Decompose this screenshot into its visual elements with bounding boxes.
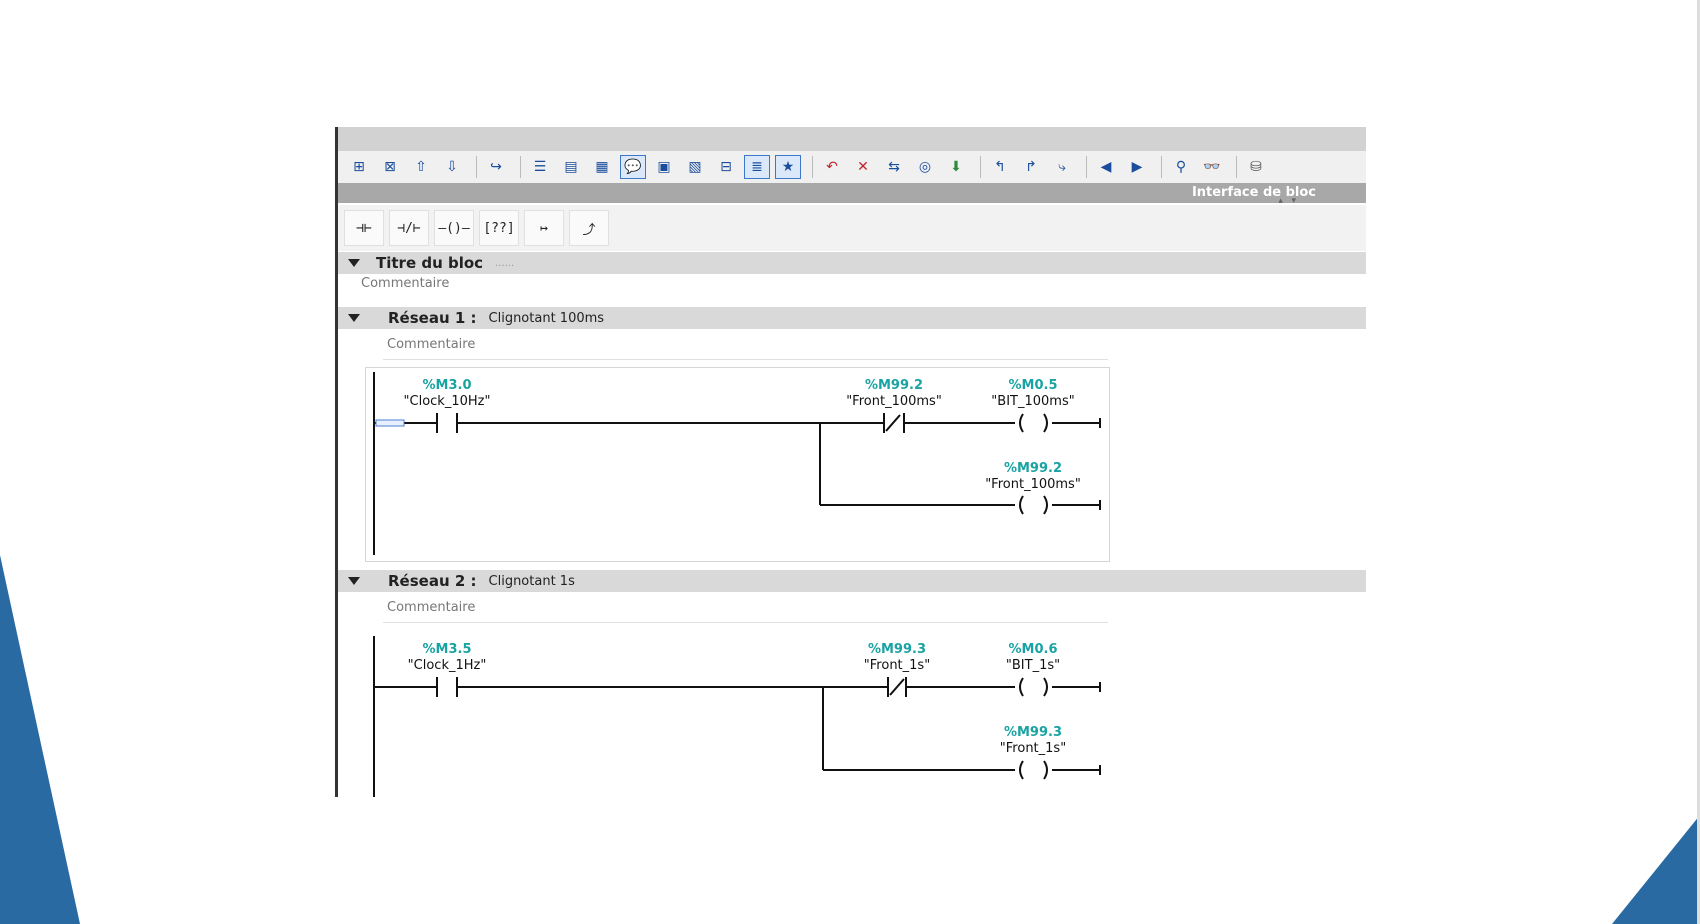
update-call-icon[interactable]: ⤷ [1058,159,1066,175]
slide-left-shape [0,555,80,924]
coil-2-symbol[interactable]: "Front_100ms" [985,477,1081,492]
network-1-comment[interactable]: Commentaire [387,337,476,352]
insert-empty-box-icon[interactable]: ▧ [688,159,702,175]
contact-2-address[interactable]: %M99.2 [865,378,923,393]
collapse-triangle-icon[interactable] [348,314,360,322]
collapse-triangle-icon[interactable] [348,259,360,267]
coil-2-address[interactable]: %M99.2 [1004,461,1062,476]
contact-nc-slash [889,678,905,696]
coil-1-symbol[interactable]: "BIT_1s" [1006,658,1060,673]
contact-nc-slash [885,414,901,432]
coil-1-address[interactable]: %M0.5 [1009,378,1058,393]
network-2-title[interactable]: Clignotant 1s [488,573,575,589]
toolbar-separator [1161,156,1162,178]
coil-left [1019,677,1024,697]
network-1-area [365,367,1110,562]
monitoring-icon[interactable]: 👓 [1203,159,1221,175]
remove-bookmark-icon[interactable]: ✕ [857,159,869,175]
previous-error-icon[interactable]: ↰ [994,159,1006,175]
instruction-profile-icon[interactable]: ≣ [744,155,770,179]
coil-2-address[interactable]: %M99.3 [1004,725,1062,740]
library-icon[interactable]: ⛁ [1250,159,1262,175]
absolute-operands-icon[interactable]: ☰ [533,159,547,175]
contact-1-symbol[interactable]: "Clock_10Hz" [404,394,491,409]
contact-1-symbol[interactable]: "Clock_1Hz" [408,658,487,673]
selected-cell-marker[interactable] [375,419,405,427]
block-title-placeholder[interactable]: ...... [495,257,515,269]
coil-right [1043,413,1048,433]
toolbar-separator [520,156,521,178]
network-2-comment[interactable]: Commentaire [387,600,476,615]
toggle-view-icon[interactable]: ★ [775,155,801,179]
coil-left [1019,413,1024,433]
go-to-icon[interactable]: ↪ [490,159,502,175]
coil-1-address[interactable]: %M0.6 [1009,642,1058,657]
comment-underline [383,622,1108,623]
coil-icon[interactable]: –()– [434,210,474,246]
collapse-triangle-icon[interactable] [348,577,360,585]
toolbar-separator [1236,156,1237,178]
coil-1-symbol[interactable]: "BIT_100ms" [991,394,1074,409]
empty-box-icon[interactable]: [??] [479,210,519,246]
slide-right-shape [1612,815,1700,924]
comment-underline [383,359,1108,360]
coil-right [1043,760,1048,780]
coil-right [1043,677,1048,697]
toolbar-separator [812,156,813,178]
network-2-rungs [373,636,1101,797]
no-contact-icon[interactable]: ⊣⊢ [344,210,384,246]
previous-change-icon[interactable]: ◀ [1100,159,1112,175]
expand-networks-icon[interactable]: ▦ [595,159,609,175]
network-1-header[interactable]: Réseau 1 : Clignotant 100ms [338,307,1366,329]
favorites-icon[interactable]: ▣ [657,159,671,175]
editor-left-border [335,127,338,797]
coil-left [1019,495,1024,515]
toolbar-separator [980,156,981,178]
next-error-icon[interactable]: ↱ [1025,159,1037,175]
compare-icon[interactable]: ⇆ [888,159,900,175]
toolbar-separator [1086,156,1087,178]
block-comment[interactable]: Commentaire [361,276,450,291]
coil-left [1019,760,1024,780]
splitter-handle-icon[interactable]: ▴ ▾ [1278,196,1296,206]
nc-contact-icon[interactable]: ⊣/⊢ [389,210,429,246]
network-move-down-icon[interactable]: ⇩ [446,159,458,175]
contact-2-symbol[interactable]: "Front_1s" [864,658,930,673]
coil-right [1043,495,1048,515]
block-interface-label: Interface de bloc [1191,185,1316,200]
collapse-networks-icon[interactable]: ▤ [564,159,578,175]
network-move-up-icon[interactable]: ⇧ [415,159,427,175]
block-interface-bar[interactable]: Interface de bloc ▴ ▾ [338,183,1366,206]
monitor-icon[interactable]: ◎ [918,159,932,175]
block-title: Titre du bloc [376,254,484,272]
contact-1-address[interactable]: %M3.5 [423,642,472,657]
editor-toolbar: ⊞ ⊠ ⇧ ⇩ ↪ ☰ ▤ ▦ 💬 ▣ ▧ ⊟ ≣ ★ ↶ ✕ ⇆ ◎ ⬇ ↰ … [338,151,1366,183]
network-2-label: Réseau 2 : [388,572,477,590]
block-title-header[interactable]: Titre du bloc ...... [338,252,1366,274]
network-1-rungs [373,372,1101,555]
next-change-icon[interactable]: ▶ [1131,159,1143,175]
network-delete-icon[interactable]: ⊠ [384,159,396,175]
network-1-title[interactable]: Clignotant 100ms [488,310,605,326]
contact-1-address[interactable]: %M3.0 [423,378,472,393]
instruction-favorites-bar: ⊣⊢ ⊣/⊢ –()– [??] ↦ ⤴ [338,205,1366,251]
slide-right-edge [1697,0,1700,924]
search-icon[interactable]: ⚲ [1175,159,1187,175]
network-comments-icon[interactable]: 💬 [620,155,646,179]
editor-title-strip [338,127,1366,151]
open-branch-icon[interactable]: ↦ [524,210,564,246]
contact-2-symbol[interactable]: "Front_100ms" [846,394,942,409]
close-branch-icon[interactable]: ⤴ [569,210,609,246]
network-insert-icon[interactable]: ⊞ [353,159,365,175]
network-1-label: Réseau 1 : [388,309,477,327]
open-branch-icon[interactable]: ⊟ [720,159,732,175]
undo-icon[interactable]: ↶ [826,159,838,175]
network-2-header[interactable]: Réseau 2 : Clignotant 1s [338,570,1366,592]
contact-2-address[interactable]: %M99.3 [868,642,926,657]
coil-2-symbol[interactable]: "Front_1s" [1000,741,1066,756]
toolbar-separator [476,156,477,178]
download-icon[interactable]: ⬇ [950,159,962,175]
